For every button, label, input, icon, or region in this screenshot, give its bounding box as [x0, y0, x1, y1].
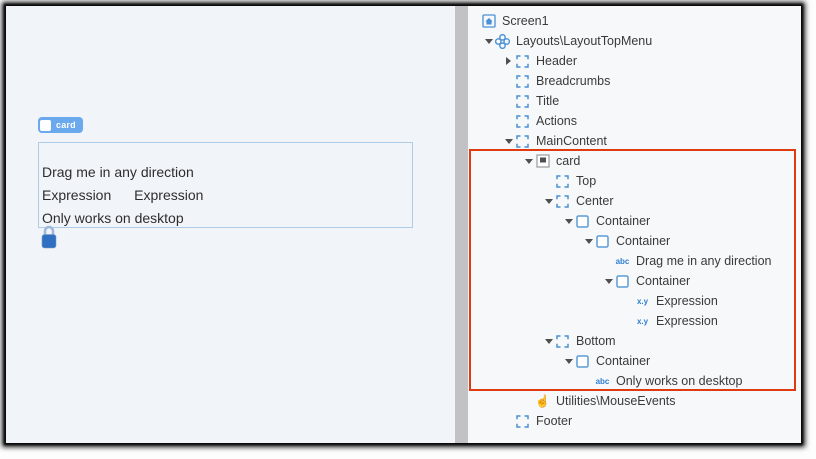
tree-item-drag-me-in-any-direction[interactable]: abc Drag me in any direction [468, 251, 801, 271]
placeholder-icon [515, 94, 530, 109]
tree-item-label: Layouts\LayoutTopMenu [516, 34, 653, 48]
touch-icon: ☝ [535, 393, 550, 408]
tree-item-card[interactable]: card [468, 151, 801, 171]
arrow-spacer [622, 295, 635, 308]
container-icon [575, 354, 590, 369]
screen-icon [481, 14, 496, 29]
tree-item-breadcrumbs[interactable]: Breadcrumbs [468, 71, 801, 91]
arrow-spacer [502, 115, 515, 128]
placeholder-icon [515, 114, 530, 129]
card-tag-label: card [56, 120, 76, 130]
ide-window: card Drag me in any direction Expression… [6, 6, 801, 443]
collapse-arrow-icon[interactable] [582, 235, 595, 248]
tree-item-utilities-mouseevents[interactable]: ☝ Utilities\MouseEvents [468, 391, 801, 411]
container-icon [575, 214, 590, 229]
arrow-spacer [582, 375, 595, 388]
tree-item-label: Footer [536, 414, 573, 428]
placeholder-icon [555, 194, 570, 209]
tree-item-maincontent[interactable]: MainContent [468, 131, 801, 151]
placeholder-icon [515, 54, 530, 69]
tree-item-label: Container [596, 214, 651, 228]
design-canvas: card Drag me in any direction Expression… [6, 6, 455, 443]
expand-arrow-icon[interactable] [502, 55, 515, 68]
arrow-spacer [622, 315, 635, 328]
tree-item-label: Title [536, 94, 560, 108]
tree-item-label: Expression [656, 314, 718, 328]
tree-item-top[interactable]: Top [468, 171, 801, 191]
container-icon [595, 234, 610, 249]
padlock-icon [40, 223, 58, 250]
tree-item-label: Utilities\MouseEvents [556, 394, 676, 408]
tree-item-container[interactable]: Container [468, 271, 801, 291]
tree-item-title[interactable]: Title [468, 91, 801, 111]
tree-item-container[interactable]: Container [468, 231, 801, 251]
collapse-arrow-icon[interactable] [542, 195, 555, 208]
tree-item-header[interactable]: Header [468, 51, 801, 71]
tree-item-label: Expression [656, 294, 718, 308]
tree-item-label: Breadcrumbs [536, 74, 611, 88]
collapse-arrow-icon[interactable] [562, 355, 575, 368]
tree-item-layouts-layouttopmenu[interactable]: Layouts\LayoutTopMenu [468, 31, 801, 51]
tree-item-label: Container [596, 354, 651, 368]
webblock-icon [495, 33, 510, 49]
tree-item-label: Actions [536, 114, 577, 128]
collapse-arrow-icon[interactable] [542, 335, 555, 348]
tree-item-label: Drag me in any direction [636, 254, 772, 268]
arrow-spacer [602, 255, 615, 268]
arrow-spacer [542, 175, 555, 188]
collapse-arrow-icon[interactable] [482, 35, 495, 48]
tree-item-label: Bottom [576, 334, 616, 348]
tree-item-label: Screen1 [502, 14, 549, 28]
collapse-arrow-icon[interactable] [602, 275, 615, 288]
text-widget-icon: abc [615, 256, 630, 266]
tree-item-label: Center [576, 194, 614, 208]
tree-item-label: Container [636, 274, 691, 288]
canvas-scrollbar[interactable] [455, 6, 468, 443]
tree-item-expression[interactable]: x.y Expression [468, 291, 801, 311]
webblock-instance-icon [535, 154, 550, 169]
arrow-spacer [502, 75, 515, 88]
tree-item-label: Top [576, 174, 597, 188]
expression-icon: x.y [636, 296, 649, 306]
text-widget-drag[interactable]: Drag me in any direction [42, 164, 194, 180]
container-icon [615, 274, 630, 289]
card-widget-outline[interactable]: Drag me in any direction Expression Expr… [38, 142, 413, 228]
tree-item-only-works-on-desktop[interactable]: abc Only works on desktop [468, 371, 801, 391]
arrow-spacer [502, 95, 515, 108]
tree-item-bottom[interactable]: Bottom [468, 331, 801, 351]
placeholder-icon [555, 334, 570, 349]
expression-widget-2[interactable]: Expression [134, 187, 204, 203]
tree-item-screen1[interactable]: Screen1 [468, 11, 801, 31]
placeholder-icon [555, 174, 570, 189]
tree-item-label: MainContent [536, 134, 607, 148]
arrow-spacer [522, 395, 535, 408]
tree-item-center[interactable]: Center [468, 191, 801, 211]
text-widget-icon: abc [595, 376, 610, 386]
tree-item-expression[interactable]: x.y Expression [468, 311, 801, 331]
tree-item-label: Only works on desktop [616, 374, 743, 388]
expression-line: Expression Expression [42, 184, 412, 207]
expression-icon: x.y [636, 316, 649, 326]
collapse-arrow-icon[interactable] [522, 155, 535, 168]
tree-item-container[interactable]: Container [468, 351, 801, 371]
arrow-spacer [502, 415, 515, 428]
placeholder-icon [515, 134, 530, 149]
tree-item-actions[interactable]: Actions [468, 111, 801, 131]
webblock-tag-icon [40, 119, 51, 131]
placeholder-icon [515, 414, 530, 429]
arrow-spacer [468, 15, 481, 28]
text-widget-desktop[interactable]: Only works on desktop [42, 210, 184, 226]
tree-item-label: Container [616, 234, 671, 248]
placeholder-icon [515, 74, 530, 89]
collapse-arrow-icon[interactable] [562, 215, 575, 228]
tree-item-label: card [556, 154, 581, 168]
tree-item-footer[interactable]: Footer [468, 411, 801, 431]
tree-item-container[interactable]: Container [468, 211, 801, 231]
card-widget-tag[interactable]: card [38, 117, 83, 133]
collapse-arrow-icon[interactable] [502, 135, 515, 148]
tree-item-label: Header [536, 54, 577, 68]
expression-widget-1[interactable]: Expression [42, 187, 112, 203]
